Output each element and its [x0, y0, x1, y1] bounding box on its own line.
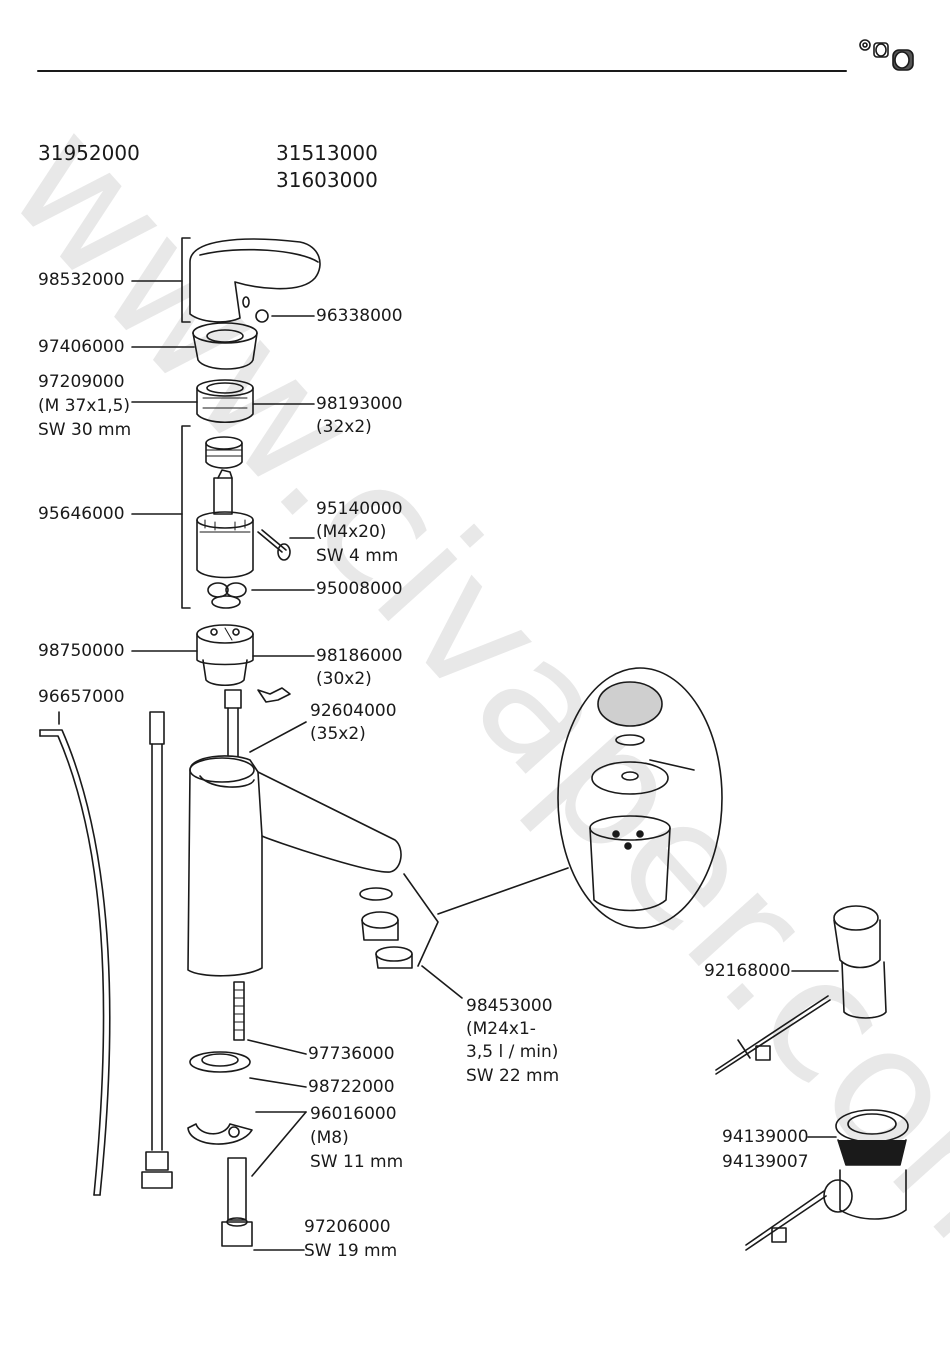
- label-95140000-c: SW 4 mm: [316, 546, 399, 566]
- label-98186000-b: (30x2): [316, 669, 372, 689]
- label-97406000: 97406000: [38, 337, 125, 357]
- label-98193000-a: 98193000: [316, 394, 403, 414]
- cap-96338000: [255, 309, 269, 323]
- hose-96657000: [39, 711, 111, 1196]
- body-inlet-pipe: [224, 689, 242, 761]
- label-98186000-a: 98186000: [316, 646, 403, 666]
- wing-clip: [257, 687, 291, 703]
- threaded-sleeve: [205, 436, 243, 469]
- label-95140000-a: 95140000: [316, 499, 403, 519]
- bracket-aerator: [403, 873, 439, 967]
- label-96016000-b: (M8): [310, 1128, 349, 1148]
- aerator-parts: [359, 887, 413, 969]
- washer-98722000: [189, 1051, 251, 1073]
- label-98453000-a: 98453000: [466, 996, 553, 1016]
- label-97736000: 97736000: [308, 1044, 395, 1064]
- label-97209000-a: 97209000: [38, 372, 125, 392]
- model-number-right-2: 31603000: [276, 168, 378, 192]
- label-96338000: 96338000: [316, 306, 403, 326]
- fittings-icon: [859, 39, 914, 71]
- label-98722000: 98722000: [308, 1077, 395, 1097]
- horseshoe-washer: [187, 1123, 253, 1145]
- leader-98722000: [249, 1077, 307, 1088]
- leader-98453000: [421, 965, 463, 999]
- faucet-body: [187, 755, 402, 977]
- leader-97736000: [247, 1039, 307, 1055]
- model-number-left: 31952000: [38, 141, 140, 165]
- label-97206000-a: 97206000: [304, 1217, 391, 1237]
- label-95008000: 95008000: [316, 579, 403, 599]
- label-97209000-c: SW 30 mm: [38, 420, 132, 440]
- screw-95140000: [257, 529, 291, 561]
- trim-ring: [192, 322, 258, 370]
- label-98532000: 98532000: [38, 270, 125, 290]
- long-nut: [221, 1157, 253, 1247]
- label-95140000-b: (M4x20): [316, 522, 387, 542]
- label-96016000-c: SW 11 mm: [310, 1152, 404, 1172]
- label-94139000: 94139000: [722, 1127, 809, 1147]
- label-94139007: 94139007: [722, 1152, 809, 1172]
- aerator-detail-oval: [557, 667, 723, 929]
- label-92604000-b: (35x2): [310, 724, 366, 744]
- label-96016000-a: 96016000: [310, 1104, 397, 1124]
- label-98453000-b: (M24x1-: [466, 1019, 536, 1039]
- supply-pipe: [141, 711, 173, 1189]
- label-92168000: 92168000: [704, 961, 791, 981]
- label-98193000-b: (32x2): [316, 417, 372, 437]
- label-96657000: 96657000: [38, 687, 125, 707]
- label-97206000-b: SW 19 mm: [304, 1241, 398, 1261]
- retaining-nut: [196, 379, 254, 423]
- leader-92604000: [249, 721, 307, 753]
- label-95646000: 95646000: [38, 504, 125, 524]
- waste-94139000: [745, 1109, 909, 1251]
- label-92604000-a: 92604000: [310, 701, 397, 721]
- bracket-handle: [181, 237, 191, 323]
- threaded-rod: [233, 981, 245, 1041]
- leader-aerator-zoom: [437, 867, 569, 915]
- cartridge: [196, 469, 254, 579]
- label-97209000-b: (M 37x1,5): [38, 396, 131, 416]
- bracket-cartridge: [181, 425, 191, 609]
- label-98453000-d: SW 22 mm: [466, 1066, 560, 1086]
- leader-96016000: [251, 1111, 307, 1177]
- o-rings: [207, 582, 247, 609]
- label-98750000: 98750000: [38, 641, 125, 661]
- lever-handle: [189, 238, 321, 323]
- model-number-right-1: 31513000: [276, 141, 378, 165]
- popup-waste-92168000: [715, 905, 887, 1075]
- base-assembly: [196, 624, 254, 687]
- label-98453000-c: 3,5 l / min): [466, 1042, 559, 1062]
